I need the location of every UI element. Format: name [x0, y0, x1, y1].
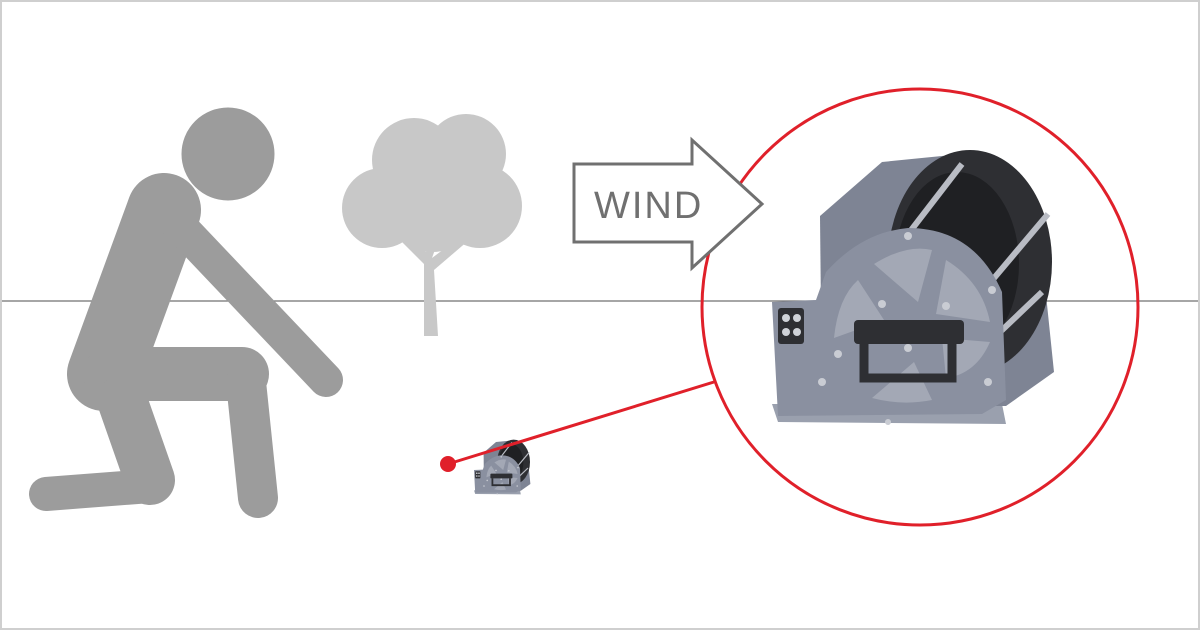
callout-connector	[447, 380, 715, 466]
person-kneeling-icon	[29, 107, 343, 518]
wind-label: WIND	[594, 185, 703, 227]
callout-dot	[440, 456, 456, 472]
cable-reel-device-zoomed	[772, 150, 1054, 425]
wind-arrow-icon: WIND	[572, 136, 765, 272]
magnifier-callout-icon	[700, 87, 1140, 527]
tree-icon	[342, 114, 522, 336]
